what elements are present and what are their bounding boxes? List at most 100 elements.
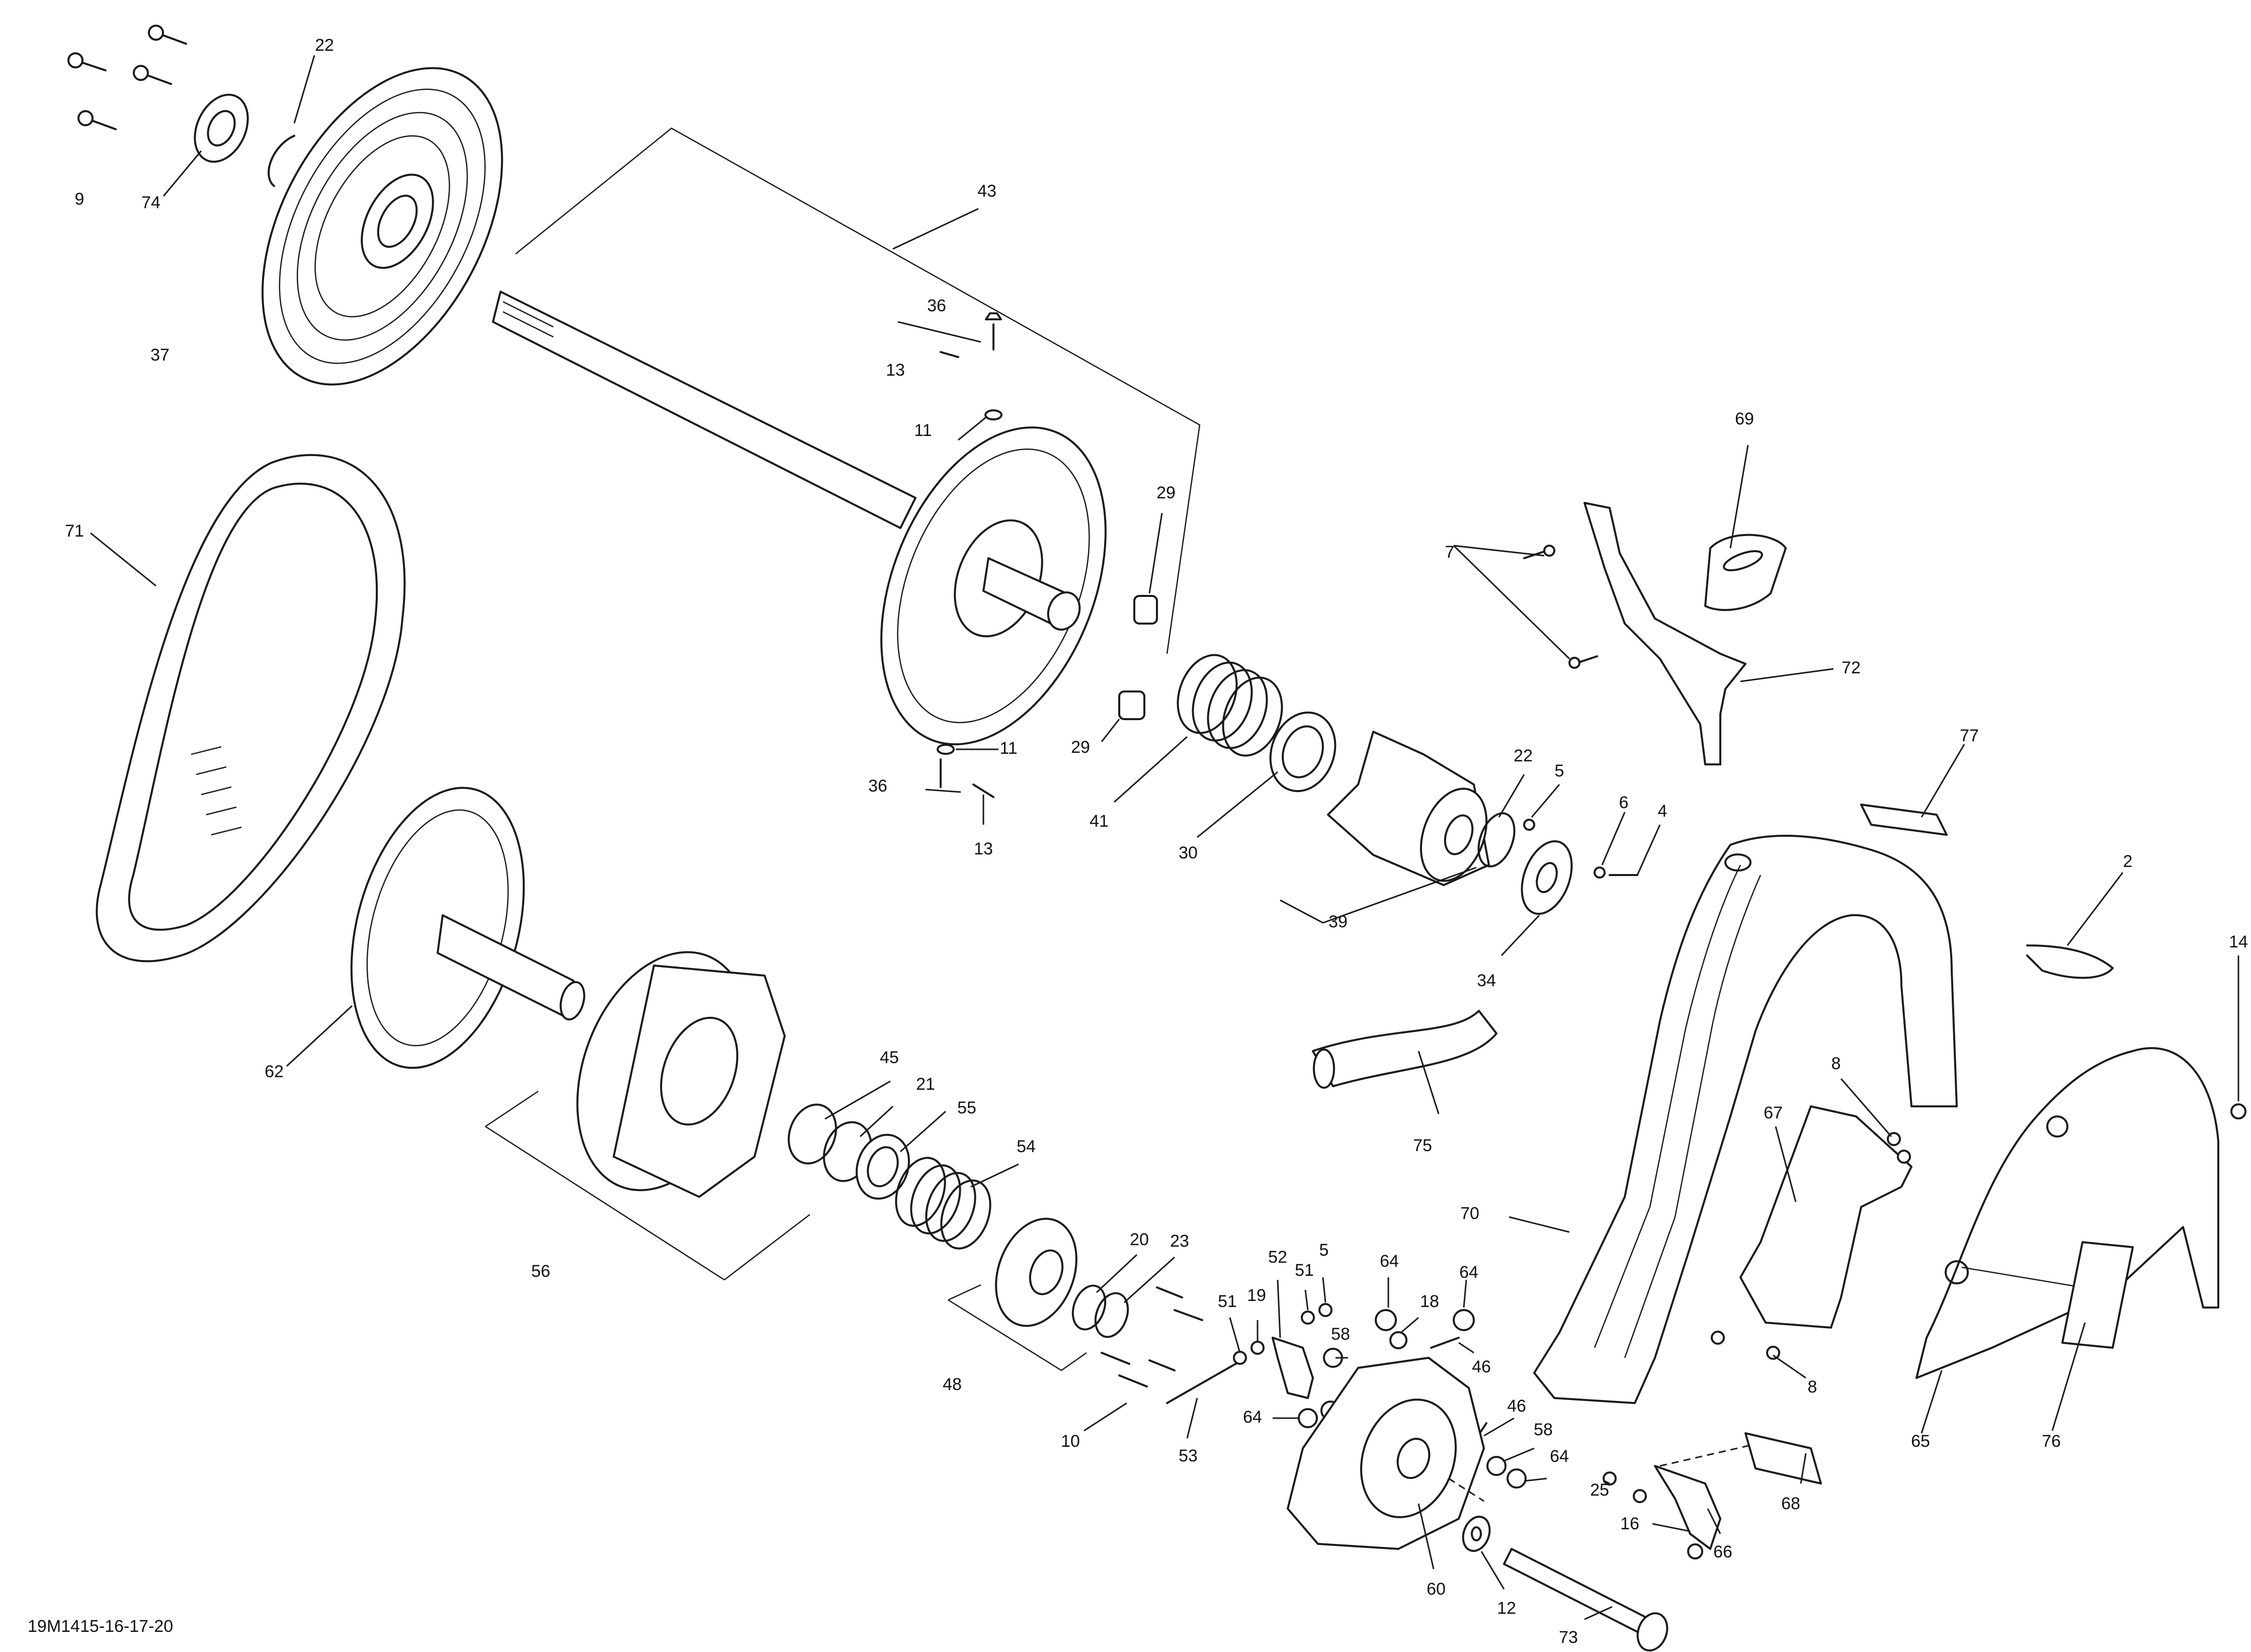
lever-52 (1272, 1337, 1314, 1399)
leader-lines (90, 55, 2239, 1620)
callout-12: 12 (1497, 1599, 1516, 1618)
callout-45: 45 (880, 1048, 899, 1067)
callout-10: 10 (1061, 1432, 1080, 1451)
label-76 (2061, 1241, 2134, 1349)
clamp-34 (1521, 819, 1638, 915)
moveable-sheave (880, 426, 1107, 746)
callout-64: 64 (1243, 1408, 1262, 1427)
callout-60: 60 (1427, 1580, 1446, 1599)
callout-21: 21 (916, 1075, 935, 1094)
callout-30: 30 (1179, 843, 1198, 862)
callout-72: 72 (1842, 658, 1861, 677)
pad-69 (1704, 534, 1787, 611)
r-clip-2 (2026, 944, 2114, 979)
callout-16: 16 (1620, 1514, 1639, 1533)
callout-14: 14 (2229, 932, 2248, 951)
callout-39: 39 (1328, 912, 1348, 931)
callout-5: 5 (1319, 1241, 1329, 1260)
diagram-reference: 19M1415-16-17-20 (28, 1617, 173, 1636)
callout-48: 48 (943, 1375, 962, 1394)
callout-64: 64 (1380, 1252, 1399, 1271)
callout-6: 6 (1619, 793, 1629, 812)
spider-hub-60 (1287, 1357, 1485, 1550)
pin-53 (1166, 1362, 1238, 1404)
callout-13: 13 (886, 361, 905, 380)
plate-68 (1659, 1432, 1822, 1485)
washer-55 (856, 1134, 910, 1200)
bolt-73 (1503, 1548, 1669, 1651)
drive-belt-71 (96, 454, 406, 963)
bushings-20-23 (1071, 1284, 1129, 1338)
bracket-72 (1583, 502, 1746, 765)
screws-9 (67, 25, 187, 130)
callout-11: 11 (999, 739, 1017, 758)
washer-30 (1269, 711, 1337, 793)
callout-8: 8 (1808, 1377, 1817, 1397)
callout-19: 19 (1247, 1286, 1266, 1305)
callout-58: 58 (1534, 1420, 1553, 1439)
callout-77: 77 (1960, 726, 1979, 745)
callout-4: 4 (1658, 802, 1668, 821)
callout-29: 29 (1071, 738, 1090, 757)
callout-13: 13 (974, 839, 993, 858)
bracket-66 (1603, 1465, 1721, 1559)
callout-29: 29 (1156, 483, 1176, 502)
circlip-22b (1477, 812, 1516, 867)
callout-68: 68 (1781, 1494, 1800, 1513)
callout-22: 22 (1514, 746, 1533, 765)
driven-shaft-43 (492, 291, 916, 529)
callout-2: 2 (2123, 852, 2133, 871)
callout-23: 23 (1170, 1232, 1189, 1251)
ring-45 (787, 1103, 838, 1165)
callout-53: 53 (1179, 1446, 1198, 1465)
callout-71: 71 (65, 521, 84, 541)
callout-62: 62 (265, 1062, 284, 1081)
callout-11: 11 (914, 421, 932, 440)
spring-41 (1177, 654, 1283, 757)
label-77 (1860, 804, 1948, 836)
callout-75: 75 (1413, 1136, 1432, 1155)
fixed-sheave-assembly (261, 67, 504, 386)
bolts-10 (1101, 1286, 1203, 1387)
callout-20: 20 (1130, 1230, 1149, 1249)
callout-51: 51 (1295, 1261, 1314, 1280)
callout-18: 18 (1420, 1292, 1439, 1311)
callout-9: 9 (75, 190, 85, 209)
washer-12 (1462, 1516, 1491, 1552)
cam-39 (1327, 731, 1490, 886)
callout-66: 66 (1713, 1542, 1732, 1561)
callout-43: 43 (977, 182, 996, 201)
callout-56: 56 (531, 1262, 550, 1281)
callout-5: 5 (1555, 761, 1564, 780)
callout-51: 51 (1218, 1292, 1237, 1311)
bearing-74 (194, 94, 249, 163)
callout-46: 46 (1507, 1397, 1526, 1416)
callout-70: 70 (1460, 1204, 1479, 1223)
callout-41: 41 (1090, 812, 1109, 831)
callout-8: 8 (1831, 1054, 1841, 1073)
callout-54: 54 (1017, 1137, 1036, 1156)
spring-54 (895, 1157, 991, 1250)
circlip-22 (268, 135, 295, 187)
callout-22: 22 (315, 36, 334, 55)
bracket-67 (1739, 1105, 1912, 1329)
small-parts-upper (937, 312, 1158, 798)
screws-8 (1711, 1132, 1911, 1360)
drive-moveable-sheave-56 (485, 951, 810, 1281)
drive-fixed-sheave-62 (350, 787, 586, 1069)
callout-7: 7 (1445, 543, 1455, 562)
callout-34: 34 (1477, 971, 1496, 990)
hose-75 (1312, 1010, 1497, 1089)
callout-labels: 9 74 22 37 43 36 13 11 29 29 11 36 13 41… (65, 36, 2248, 1647)
belt-guard-70 (1533, 834, 1958, 1404)
callout-36: 36 (868, 776, 887, 796)
callout-74: 74 (141, 193, 160, 212)
callout-67: 67 (1764, 1103, 1783, 1122)
callout-69: 69 (1735, 409, 1754, 428)
callout-36: 36 (927, 296, 946, 315)
callout-55: 55 (957, 1098, 976, 1117)
outline-43 (515, 127, 1201, 654)
callout-73: 73 (1559, 1628, 1578, 1647)
callout-64: 64 (1550, 1447, 1569, 1466)
